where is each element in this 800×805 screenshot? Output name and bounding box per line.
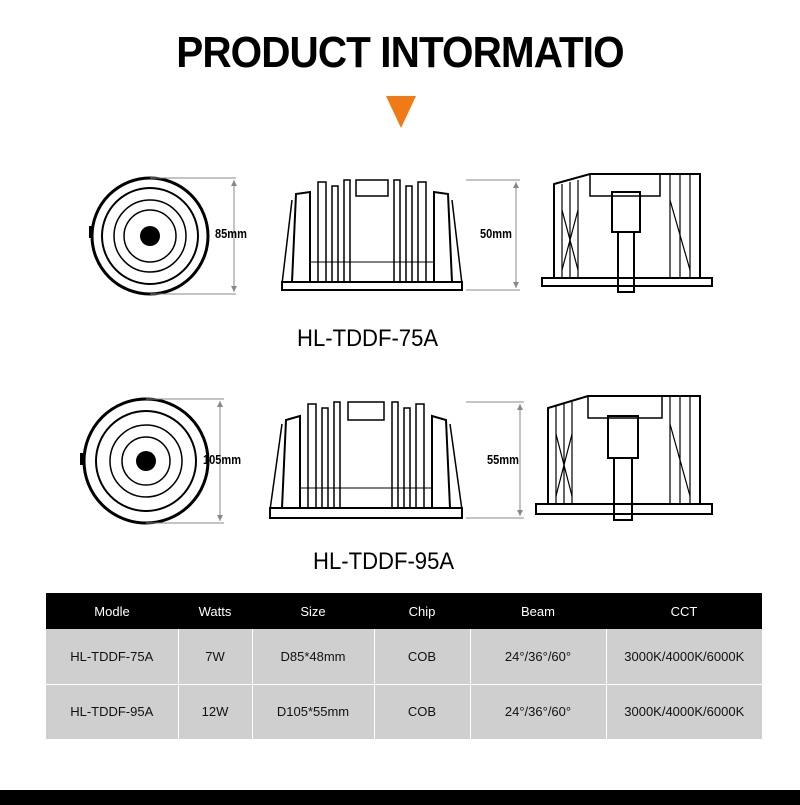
header-model: Modle	[46, 593, 178, 629]
header-beam: Beam	[470, 593, 606, 629]
diameter-label-75a: 85mm	[215, 226, 247, 241]
cell-model: HL-TDDF-95A	[46, 684, 179, 740]
down-arrow-icon	[386, 96, 416, 128]
cell-cct: 3000K/4000K/6000K	[606, 629, 762, 685]
model-label-75a: HL-TDDF-75A	[297, 325, 439, 352]
cell-size: D85*48mm	[252, 629, 375, 685]
side-view-drawing-75a	[281, 179, 520, 291]
cell-model: HL-TDDF-75A	[46, 629, 179, 685]
cell-watts: 12W	[178, 684, 253, 740]
section-view-drawing-95a	[535, 395, 713, 521]
cell-chip: COB	[374, 629, 471, 685]
header-size: Size	[252, 593, 374, 629]
model-label-95a: HL-TDDF-95A	[313, 548, 455, 575]
cell-watts: 7W	[178, 629, 253, 685]
height-label-95a: 55mm	[487, 452, 519, 467]
table-header-row: Modle Watts Size Chip Beam CCT	[46, 593, 762, 629]
cell-beam: 24°/36°/60°	[470, 684, 607, 740]
header-chip: Chip	[374, 593, 470, 629]
cell-size: D105*55mm	[252, 684, 375, 740]
section-view-drawing-75a	[541, 173, 713, 293]
header-watts: Watts	[178, 593, 252, 629]
cell-cct: 3000K/4000K/6000K	[606, 684, 762, 740]
front-view-drawing-95a	[80, 397, 224, 525]
cell-chip: COB	[374, 684, 471, 740]
cell-beam: 24°/36°/60°	[470, 629, 607, 685]
side-view-drawing-95a	[269, 401, 524, 519]
table-row: HL-TDDF-95A 12W D105*55mm COB 24°/36°/60…	[46, 684, 762, 740]
header-cct: CCT	[606, 593, 762, 629]
table-row: HL-TDDF-75A 7W D85*48mm COB 24°/36°/60° …	[46, 629, 762, 685]
spec-table: Modle Watts Size Chip Beam CCT HL-TDDF-7…	[46, 593, 762, 740]
diameter-label-95a: 105mm	[203, 452, 242, 467]
bottom-bar	[0, 790, 800, 805]
front-view-drawing-75a	[89, 176, 237, 296]
height-label-75a: 50mm	[480, 226, 512, 241]
page-title: PRODUCT INTORMATIO	[176, 28, 624, 77]
